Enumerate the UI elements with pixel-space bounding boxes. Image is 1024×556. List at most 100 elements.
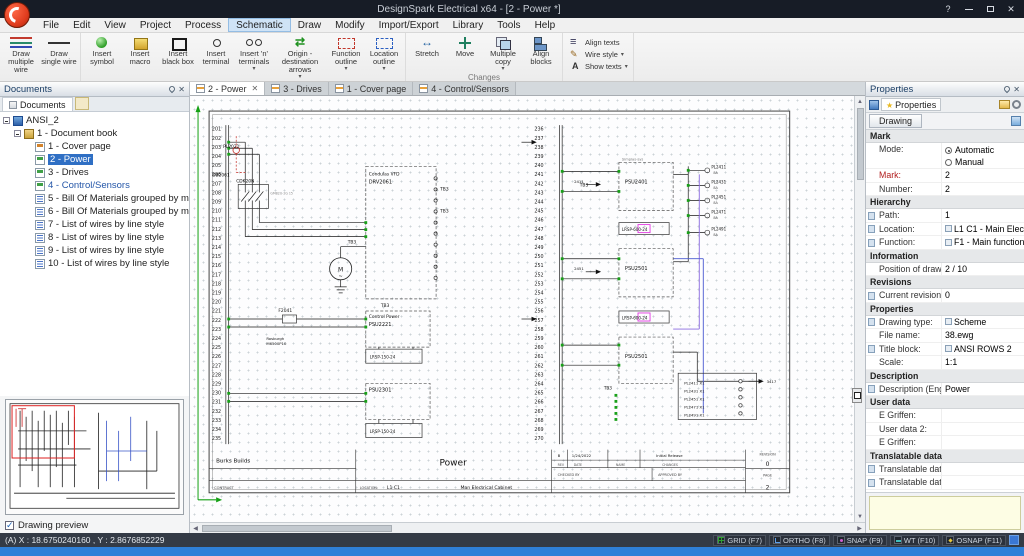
drawing-tab-4-control-sensors[interactable]: 4 - Control/Sensors — [413, 82, 516, 95]
property-value[interactable]: AutomaticManual — [942, 143, 1024, 168]
property-value[interactable]: ANSI ROWS 2 — [942, 343, 1024, 356]
close-button[interactable]: ✕ — [1001, 2, 1021, 16]
vertical-scrollbar[interactable]: ▲ ▼ — [854, 96, 865, 522]
drawing-preview-checkbox[interactable] — [5, 521, 14, 530]
status-end-icon[interactable] — [1009, 535, 1019, 545]
property-value[interactable] — [942, 423, 1024, 436]
tree-item-1-document-book[interactable]: 1 - Document book — [0, 127, 189, 140]
ribbon-button-multiple-copy[interactable]: Multiple copy▾ — [484, 34, 522, 73]
section-header-information[interactable]: Information — [866, 250, 1024, 263]
menu-edit[interactable]: Edit — [66, 18, 97, 32]
tree-item-6-bill-of-materials-grouped-by-manufacturer[interactable]: 6 - Bill Of Materials grouped by manufac… — [0, 205, 189, 218]
ribbon-button-draw-single-wire[interactable]: Draw single wire — [40, 34, 78, 66]
pin-icon[interactable] — [168, 85, 176, 93]
property-value[interactable]: Scheme — [942, 316, 1024, 329]
menu-help[interactable]: Help — [528, 18, 563, 32]
property-value[interactable]: 38.ewg — [942, 329, 1024, 342]
status-toggle-snap[interactable]: SNAP (F9) — [833, 535, 887, 546]
section-header-hierarchy[interactable]: Hierarchy — [866, 196, 1024, 209]
ribbon-button-show-texts[interactable]: Show texts▾ — [565, 60, 631, 72]
properties-tab[interactable]: Properties — [881, 98, 941, 111]
menu-modify[interactable]: Modify — [328, 18, 371, 32]
section-header-properties[interactable]: Properties — [866, 303, 1024, 316]
drawing-tab-3-drives[interactable]: 3 - Drives — [265, 82, 329, 95]
tab-close-icon[interactable]: ✕ — [252, 84, 259, 93]
property-value[interactable] — [942, 463, 1024, 476]
menu-library[interactable]: Library — [446, 18, 491, 32]
property-value[interactable]: 0 — [942, 289, 1024, 302]
property-value[interactable]: 1:1 — [942, 356, 1024, 369]
vertical-scroll-thumb[interactable] — [857, 108, 864, 180]
property-value[interactable]: 2 — [942, 183, 1024, 196]
ribbon-button-origin-destination-arrows[interactable]: Origin - destination arrows▾ — [273, 34, 327, 81]
ribbon-button-draw-multiple-wire[interactable]: Draw multiple wire — [2, 34, 40, 74]
tree-item-5-bill-of-materials-grouped-by-manufacturer[interactable]: 5 - Bill Of Materials grouped by manufac… — [0, 192, 189, 205]
menu-import-export[interactable]: Import/Export — [372, 18, 446, 32]
radio-option-automatic[interactable]: Automatic — [945, 144, 1024, 156]
section-header-mark[interactable]: Mark — [866, 130, 1024, 143]
section-header-translatable-data[interactable]: Translatable data — [866, 450, 1024, 463]
property-value[interactable]: L1 C1 - Main Electrical Cab — [942, 223, 1024, 236]
status-toggle-grid[interactable]: GRID (F7) — [713, 535, 766, 546]
ribbon-button-function-outline[interactable]: Function outline▾ — [327, 34, 365, 73]
drawing-preview[interactable] — [5, 399, 184, 515]
ribbon-button-insert-n-terminals[interactable]: Insert 'n' terminals▾ — [235, 34, 273, 73]
expander-icon[interactable] — [14, 130, 21, 137]
menu-schematic[interactable]: Schematic — [228, 18, 291, 32]
close-panel-icon[interactable]: ✕ — [178, 85, 185, 94]
property-value[interactable]: 1 — [942, 209, 1024, 222]
ribbon-button-location-outline[interactable]: Location outline▾ — [365, 34, 403, 73]
close-panel-icon[interactable]: ✕ — [1013, 85, 1020, 94]
tree-item-10-list-of-wires-by-line-style[interactable]: 10 - List of wires by line style — [0, 257, 189, 270]
drawing-tab-1-cover-page[interactable]: 1 - Cover page — [329, 82, 414, 95]
property-value[interactable] — [942, 436, 1024, 449]
scroll-left-icon[interactable]: ◀ — [190, 523, 201, 534]
ribbon-button-move[interactable]: Move — [446, 34, 484, 58]
ribbon-button-insert-macro[interactable]: Insert macro — [121, 34, 159, 66]
property-value[interactable] — [942, 476, 1024, 489]
drawing-tab-2-power[interactable]: 2 - Power✕ — [190, 82, 265, 95]
tree-item-ansi-2[interactable]: ANSI_2 — [0, 114, 189, 127]
help-button[interactable]: ? — [938, 2, 958, 16]
menu-file[interactable]: File — [36, 18, 66, 32]
horizontal-scroll-thumb[interactable] — [202, 525, 392, 532]
ribbon-button-align-texts[interactable]: Align texts — [565, 36, 631, 48]
ribbon-button-align-blocks[interactable]: Align blocks — [522, 34, 560, 66]
panel-option-icon[interactable] — [1011, 116, 1021, 126]
section-header-revisions[interactable]: Revisions — [866, 276, 1024, 289]
minimize-button[interactable] — [959, 2, 979, 16]
gear-icon[interactable] — [1012, 100, 1021, 109]
scroll-right-icon[interactable]: ▶ — [854, 523, 865, 534]
tree-item-3-drives[interactable]: 3 - Drives — [0, 166, 189, 179]
tree-item-4-control-sensors[interactable]: 4 - Control/Sensors — [0, 179, 189, 192]
panel-collapse-handle[interactable] — [852, 388, 862, 403]
section-header-description[interactable]: Description — [866, 370, 1024, 383]
ribbon-button-insert-terminal[interactable]: Insert terminal — [197, 34, 235, 66]
menu-view[interactable]: View — [97, 18, 133, 32]
secondary-tab-icon[interactable] — [75, 97, 89, 110]
ribbon-button-insert-black-box[interactable]: Insert black box — [159, 34, 197, 66]
scroll-down-icon[interactable]: ▼ — [855, 511, 866, 522]
tree-item-7-list-of-wires-by-line-style[interactable]: 7 - List of wires by line style — [0, 218, 189, 231]
folder-icon[interactable] — [999, 100, 1010, 109]
property-value[interactable]: Power — [942, 383, 1024, 396]
status-toggle-ortho[interactable]: ORTHO (F8) — [769, 535, 830, 546]
properties-mode-icon[interactable] — [869, 100, 879, 110]
radio-option-manual[interactable]: Manual — [945, 156, 1024, 168]
tree-item-2-power[interactable]: 2 - Power — [0, 153, 189, 166]
expander-icon[interactable] — [3, 117, 10, 124]
status-toggle-osnap[interactable]: OSNAP (F11) — [942, 535, 1006, 546]
tree-item-1-cover-page[interactable]: 1 - Cover page — [0, 140, 189, 153]
ribbon-button-stretch[interactable]: Stretch — [408, 34, 446, 58]
pin-icon[interactable] — [1003, 85, 1011, 93]
documents-tab[interactable]: Documents — [2, 97, 73, 111]
schematic-canvas[interactable]: 2012022032042052062072082092102112122132… — [190, 96, 854, 522]
ribbon-button-wire-style[interactable]: Wire style▾ — [565, 48, 631, 60]
tree-item-9-list-of-wires-by-line-style[interactable]: 9 - List of wires by line style — [0, 244, 189, 257]
status-toggle-wt[interactable]: WT (F10) — [890, 535, 940, 546]
property-value[interactable]: 2 — [942, 169, 1024, 182]
drawing-tab[interactable]: Drawing — [869, 114, 922, 128]
menu-tools[interactable]: Tools — [490, 18, 527, 32]
property-value[interactable]: 2 / 10 — [942, 263, 1024, 276]
menu-project[interactable]: Project — [133, 18, 178, 32]
